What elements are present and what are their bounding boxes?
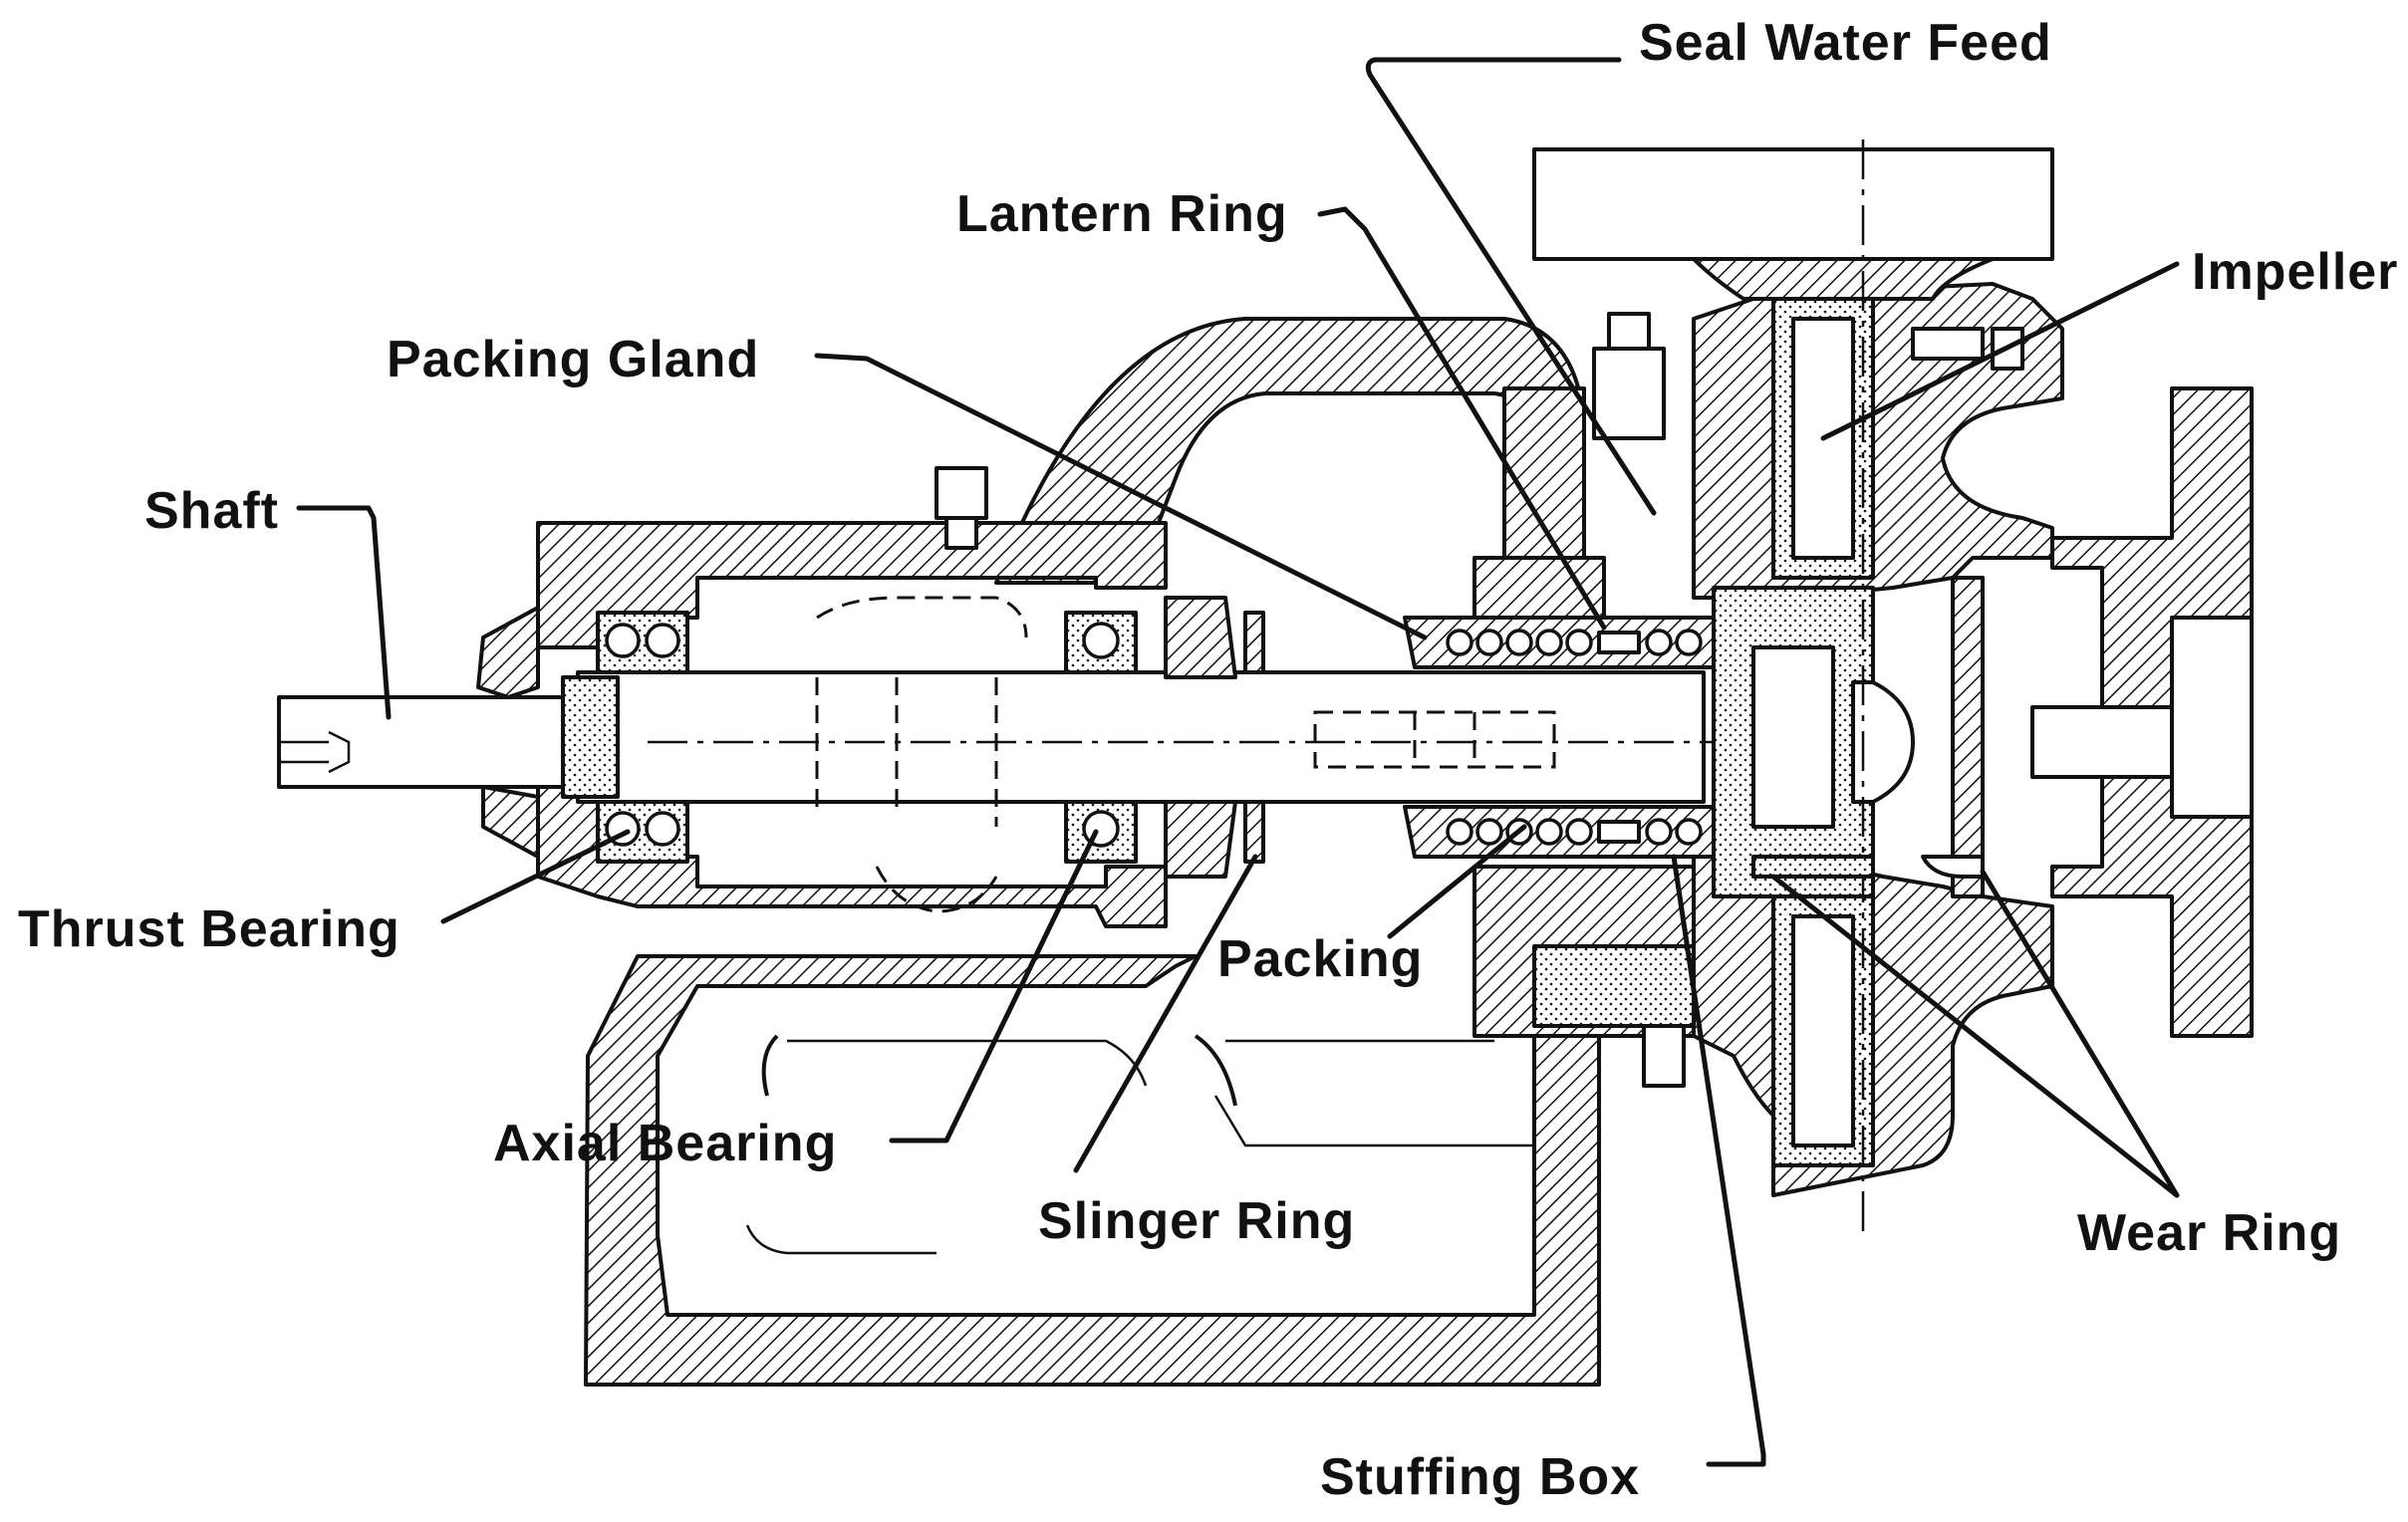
label-packing: Packing <box>1217 930 1423 988</box>
leader-axial-bearing <box>889 829 1099 1143</box>
leader-slinger-ring <box>1073 854 1258 1173</box>
label-wear-ring: Wear Ring <box>2077 1204 2341 1262</box>
leader-stuffing-box <box>1671 854 1766 1467</box>
pump-casing <box>1532 139 2254 1235</box>
label-shaft: Shaft <box>144 482 279 540</box>
label-slinger-ring: Slinger Ring <box>1038 1192 1355 1250</box>
labels: Seal Water Feed Lantern Ring Impeller Pa… <box>18 14 2398 1506</box>
label-impeller: Impeller <box>2192 243 2398 301</box>
stuffing-box-graphic <box>1403 312 1716 1088</box>
label-thrust-bearing: Thrust Bearing <box>18 900 401 958</box>
pump-base <box>584 954 1601 1387</box>
packing-rings <box>1446 629 1703 846</box>
slinger-ring-graphic <box>1164 596 1265 879</box>
leader-impeller <box>1820 261 2180 441</box>
leader-wear-ring-2 <box>1980 869 2180 1198</box>
label-packing-gland: Packing Gland <box>387 331 759 388</box>
bearing-housing <box>476 317 1586 928</box>
label-seal-water-feed: Seal Water Feed <box>1639 14 2052 72</box>
hidden-lines <box>815 596 1556 913</box>
leader-lines <box>296 57 2180 1467</box>
label-stuffing-box: Stuffing Box <box>1320 1448 1640 1506</box>
thrust-bearing-graphic <box>596 611 689 864</box>
leader-wear-ring-1 <box>1770 874 2180 1198</box>
leader-packing <box>1387 824 1527 939</box>
label-axial-bearing: Axial Bearing <box>493 1115 837 1172</box>
leader-packing-gland <box>814 353 1428 640</box>
pump-drawing <box>277 139 2254 1387</box>
leader-lantern-ring <box>1317 206 1607 631</box>
label-lantern-ring: Lantern Ring <box>956 185 1288 243</box>
pump-shaft <box>277 670 1714 804</box>
wear-ring-graphic <box>1751 855 1985 879</box>
leader-shaft <box>296 505 392 720</box>
leader-seal-water-feed <box>1365 57 1657 516</box>
leader-thrust-bearing <box>440 829 631 924</box>
